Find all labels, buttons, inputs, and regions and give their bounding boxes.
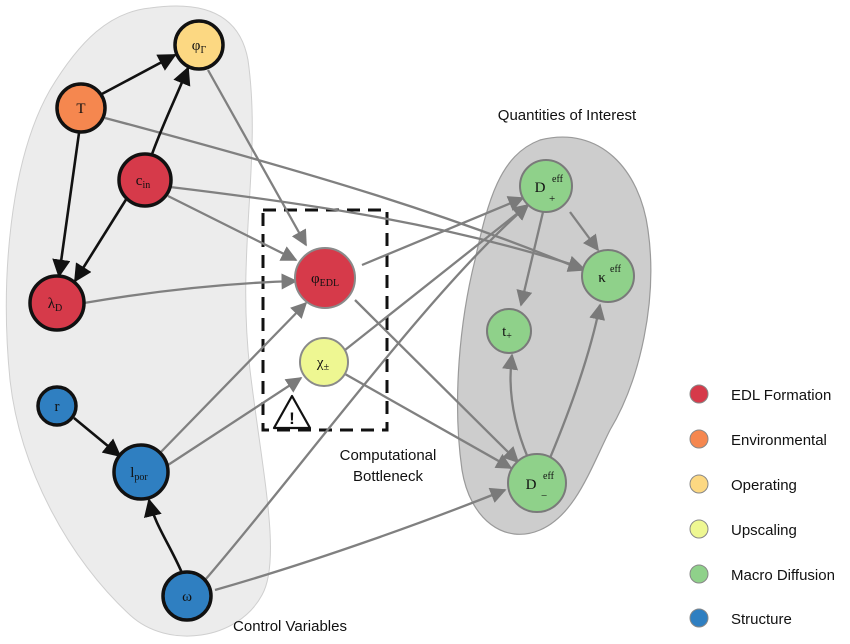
node-d-plus-sub: +	[549, 193, 555, 205]
node-d-minus-sup: eff	[543, 471, 555, 482]
node-d-plus[interactable]: D eff +	[519, 159, 573, 213]
edge-lpor-phiedl	[157, 301, 308, 456]
node-phi-edl-label: φ	[311, 271, 320, 287]
bottleneck-label-line2: Bottleneck	[353, 468, 424, 485]
edge-phiedl-dplus	[361, 196, 525, 267]
node-d-minus-label: D	[526, 477, 537, 493]
legend-item: Macro Diffusion	[689, 564, 835, 584]
node-phi-gamma-label: φ	[192, 38, 201, 54]
legend-item: EDL Formation	[689, 384, 831, 404]
node-T-label: T	[76, 101, 85, 117]
svg-text:λD: λD	[48, 296, 63, 314]
computational-bottleneck-box	[261, 208, 389, 432]
legend-label: EDL Formation	[731, 387, 831, 404]
node-t-plus-label: t	[502, 324, 507, 340]
node-d-minus-sub: −	[541, 490, 547, 502]
node-omega[interactable]: ω	[161, 570, 213, 622]
legend-label: Structure	[731, 611, 792, 628]
legend-item: Upscaling	[689, 519, 797, 539]
warning-glyph: !	[289, 409, 295, 428]
node-lambda-d-sub: D	[55, 303, 62, 314]
qoi-label: Quantities of Interest	[498, 107, 637, 124]
edge-dplus-kappa	[569, 211, 599, 252]
node-d-minus[interactable]: D eff −	[507, 453, 567, 513]
edge-r-lpor	[73, 416, 122, 458]
svg-text:cin: cin	[136, 173, 150, 191]
control-variables-group	[5, 5, 271, 637]
node-l-por[interactable]: lpor	[112, 443, 170, 501]
node-kappa-label: κ	[598, 270, 606, 286]
quantities-of-interest-group	[456, 136, 652, 535]
edge-phigamma-phiedl	[206, 69, 308, 247]
node-d-plus-label: D	[535, 180, 546, 196]
node-l-por-label: l	[130, 465, 134, 481]
node-omega-label: ω	[182, 589, 192, 605]
edge-phiedl-dminus	[354, 299, 520, 464]
edge-dplus-tplus	[516, 211, 545, 307]
node-lambda-d-label: λ	[48, 296, 56, 312]
control-variables-label: Control Variables	[233, 618, 347, 635]
edge-cin-phigamma	[148, 66, 191, 161]
legend: EDL Formation Environmental Operating Up…	[689, 384, 835, 628]
edge-T-lambda	[52, 132, 81, 278]
edge-omega-lpor	[143, 498, 184, 574]
edge-dminus-kappa	[548, 303, 606, 459]
node-chi[interactable]: χ±	[299, 337, 349, 387]
svg-text:φEDL: φEDL	[311, 271, 339, 289]
edges	[83, 69, 606, 592]
edge-lambda-phiedl	[83, 273, 298, 305]
svg-text:χ±: χ±	[316, 355, 330, 373]
node-T[interactable]: T	[55, 82, 107, 134]
node-c-in[interactable]: cin	[117, 152, 173, 208]
svg-text:t+: t+	[502, 324, 512, 342]
edge-cin-phiedl	[167, 194, 298, 262]
legend-label: Environmental	[731, 432, 827, 449]
edge-T-phigamma	[99, 53, 177, 97]
svg-text:lpor: lpor	[130, 465, 148, 483]
edge-lpor-chi	[167, 377, 303, 466]
bottleneck-label-line1: Computational	[340, 447, 437, 464]
node-phi-gamma[interactable]: φΓ	[173, 19, 225, 71]
edge-T-kappa	[104, 116, 585, 272]
edge-cin-kappa	[169, 185, 585, 272]
node-phi-edl[interactable]: φEDL	[294, 247, 356, 309]
edge-chi-dplus	[344, 204, 530, 351]
legend-item: Environmental	[689, 429, 827, 449]
legend-item: Operating	[689, 474, 797, 494]
node-chi-sub: ±	[324, 362, 330, 373]
svg-text:φΓ: φΓ	[192, 38, 207, 56]
edge-omega-dplus	[204, 203, 530, 581]
edge-dminus-tplus	[502, 353, 530, 459]
edge-chi-dminus	[344, 372, 513, 470]
node-lambda-d[interactable]: λD	[28, 274, 86, 332]
node-phi-edl-sub: EDL	[320, 278, 339, 289]
node-l-por-sub: por	[134, 472, 148, 483]
node-chi-label: χ	[316, 355, 324, 371]
node-phi-gamma-sub: Γ	[200, 45, 206, 56]
edge-cin-lambda	[73, 197, 129, 283]
node-r-label: r	[55, 399, 60, 415]
black-edges	[52, 53, 191, 574]
node-kappa[interactable]: κ eff	[581, 249, 635, 303]
node-c-in-sub: in	[142, 180, 150, 191]
edge-omega-dminus	[214, 487, 507, 592]
legend-label: Upscaling	[731, 522, 797, 539]
legend-label: Operating	[731, 477, 797, 494]
node-r[interactable]: r	[36, 385, 78, 427]
node-d-plus-sup: eff	[552, 174, 564, 185]
warning-triangle-icon: !	[272, 394, 312, 430]
legend-item: Structure	[689, 608, 792, 628]
node-kappa-sup: eff	[610, 264, 622, 275]
legend-label: Macro Diffusion	[731, 567, 835, 584]
node-t-plus[interactable]: t+	[486, 308, 532, 354]
node-t-plus-sub: +	[506, 331, 512, 342]
node-c-in-label: c	[136, 173, 143, 189]
